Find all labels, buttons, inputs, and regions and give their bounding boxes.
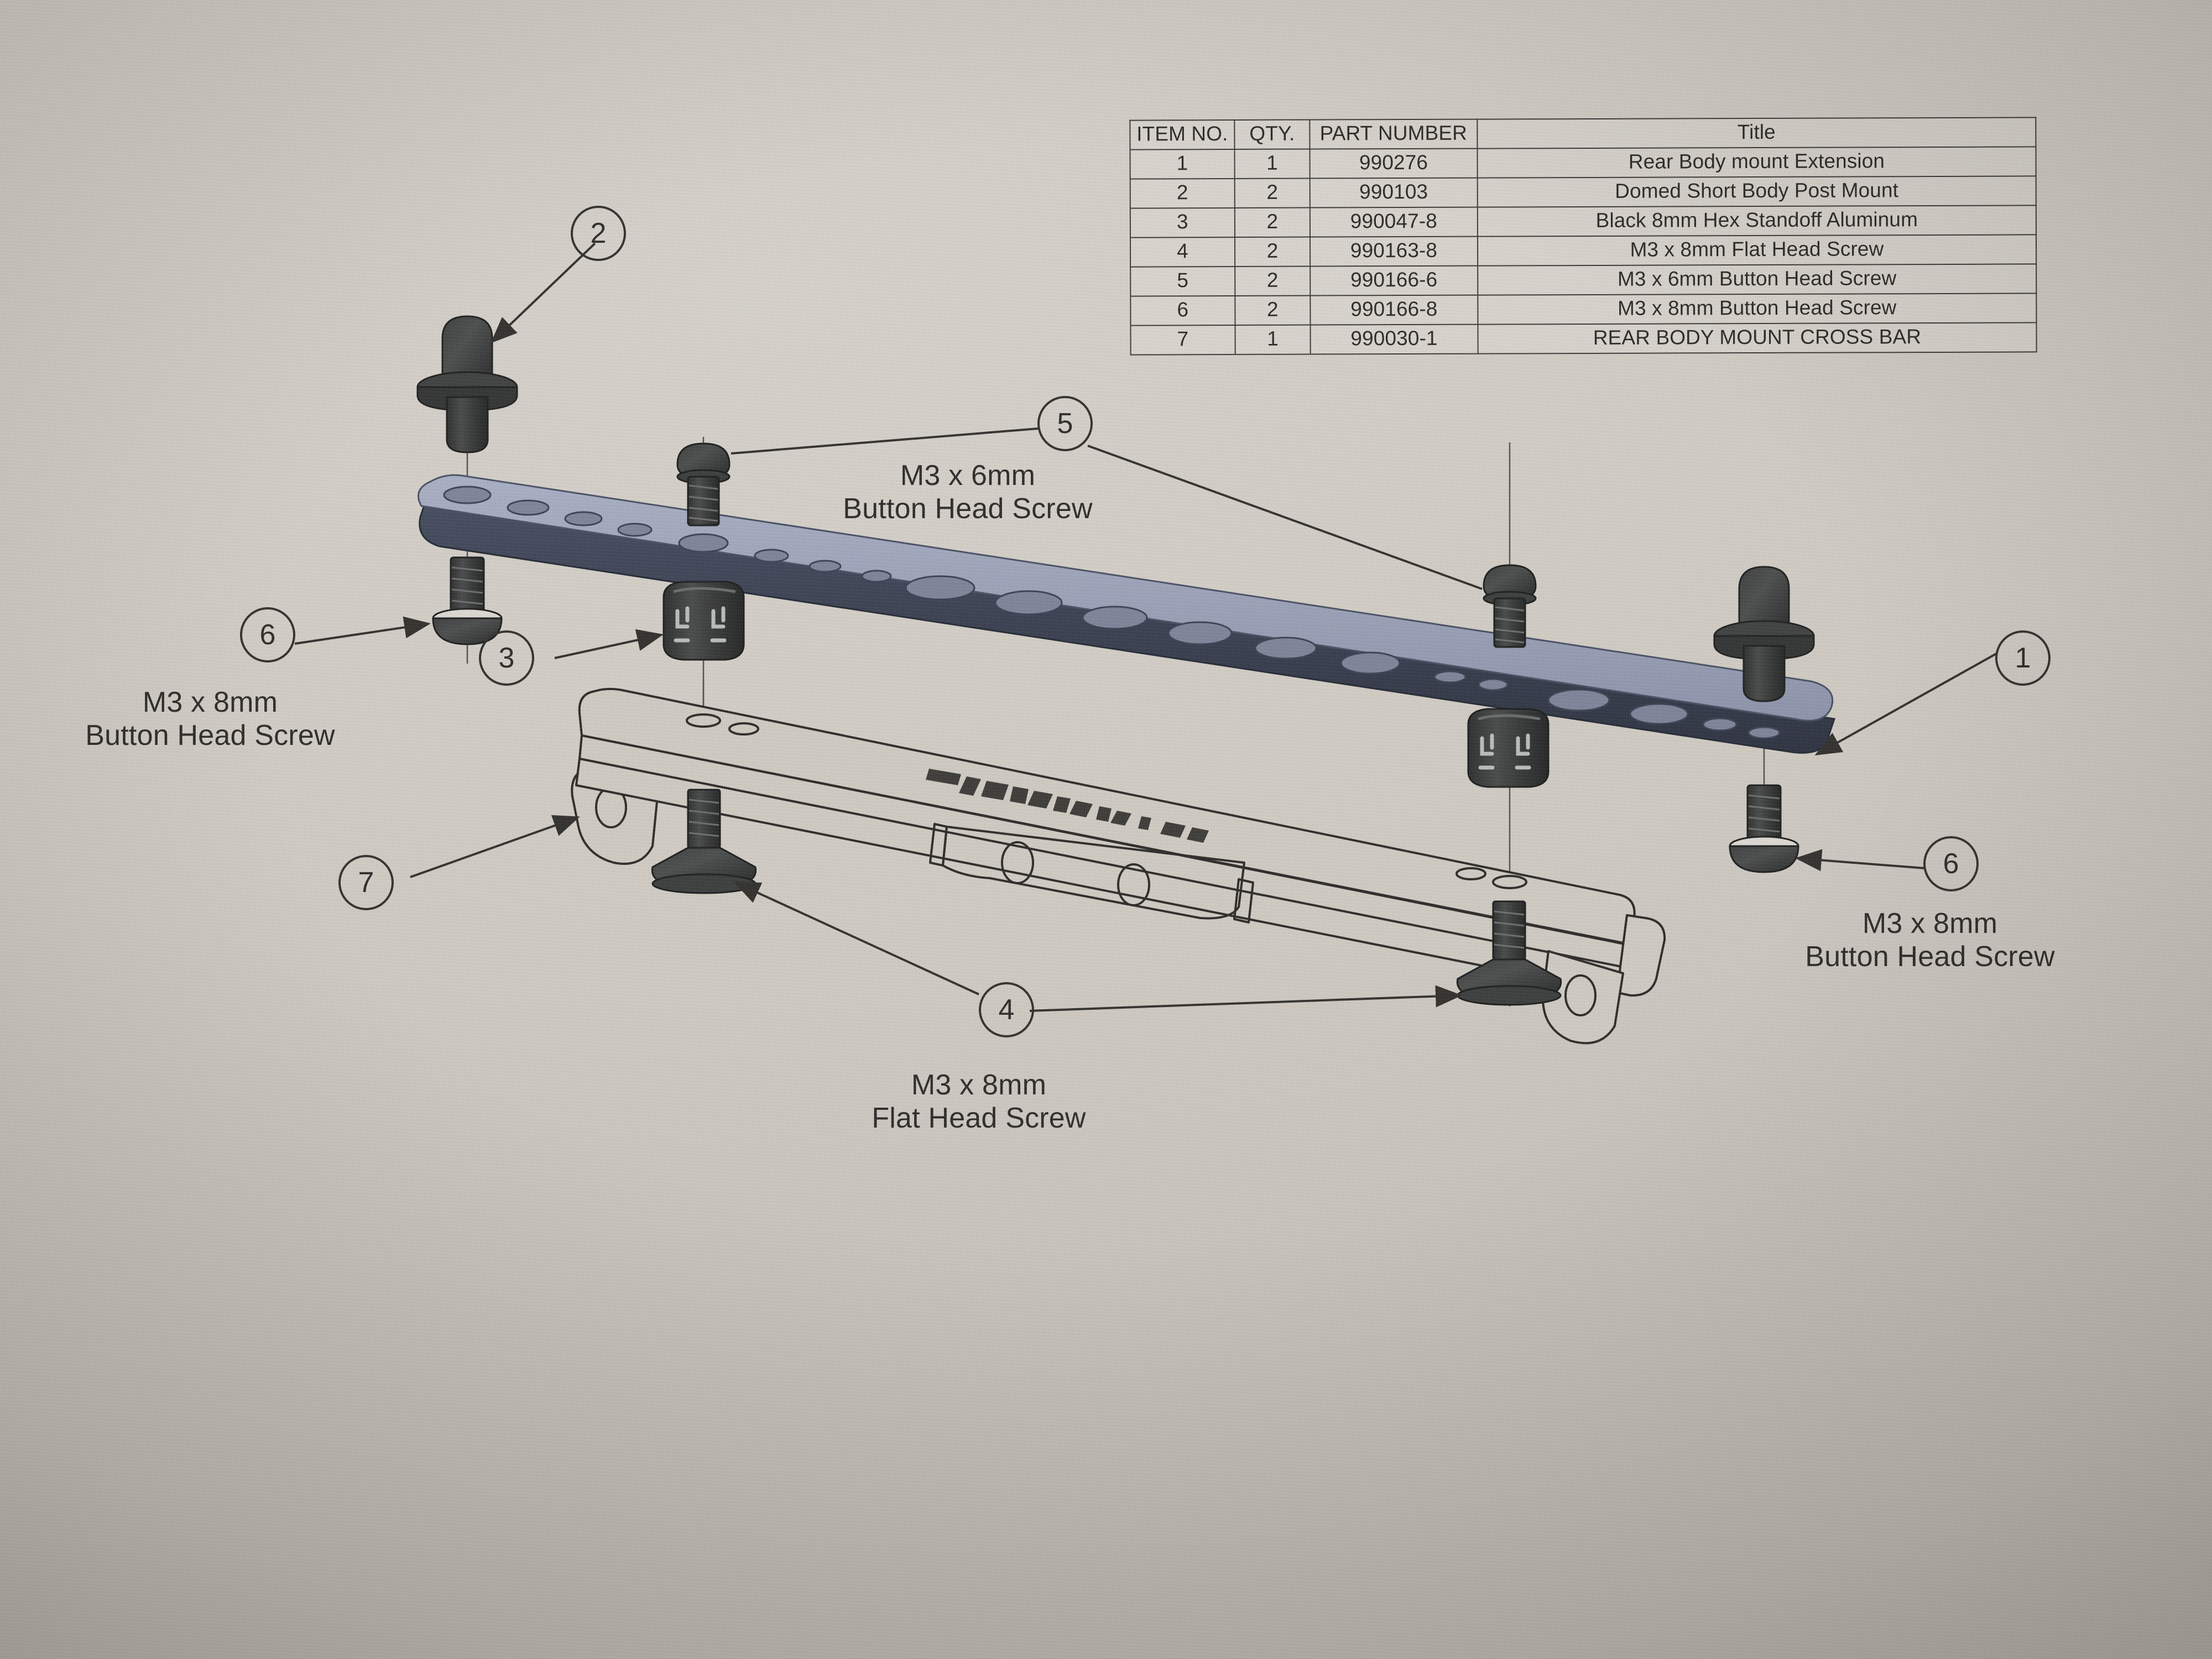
leader-balloon-2 — [491, 242, 596, 343]
part-flat-head-screw-m3x8-left — [651, 789, 757, 894]
bom-cell-title: M3 x 6mm Button Head Screw — [1477, 264, 2037, 295]
balloon-item-2[interactable]: 2 — [571, 206, 626, 261]
bom-cell-pn: 990166-8 — [1310, 295, 1478, 325]
leader-balloon-5-a — [731, 427, 1039, 455]
bom-cell-title: M3 x 8mm Flat Head Screw — [1477, 234, 2037, 266]
balloon-item-5[interactable]: 5 — [1037, 396, 1093, 451]
leader-balloon-4-a — [733, 881, 979, 995]
table-row: 6 2 990166-8 M3 x 8mm Button Head Screw — [1130, 293, 2037, 326]
bom-cell-pn: 990047-8 — [1310, 207, 1478, 237]
leader-balloon-6-left — [294, 616, 431, 645]
callout-label-m3x6-button-head-screw: M3 x 6mm Button Head Screw — [843, 460, 1093, 525]
bom-cell-item: 2 — [1130, 178, 1235, 208]
bom-cell-pn: 990030-1 — [1310, 324, 1478, 354]
table-row: 1 1 990276 Rear Body mount Extension — [1130, 147, 2036, 179]
part-button-head-screw-m3x6-a — [676, 442, 731, 526]
balloon-item-6-right[interactable]: 6 — [1923, 836, 1979, 891]
bom-header-title: Title — [1477, 117, 2036, 149]
bom-cell-qty: 2 — [1235, 295, 1311, 325]
part-button-head-screw-m3x8-right — [1729, 784, 1799, 873]
bom-cell-qty: 2 — [1234, 266, 1311, 296]
balloon-item-4[interactable]: 4 — [979, 982, 1034, 1037]
part-hex-standoff-right — [1467, 708, 1550, 788]
bom-cell-qty: 1 — [1235, 325, 1311, 354]
table-row: 7 1 990030-1 REAR BODY MOUNT CROSS BAR — [1130, 322, 2037, 355]
cross-bar-branding-emboss — [926, 769, 1209, 843]
extension-bar-holes — [443, 486, 1781, 739]
part-flat-head-screw-m3x8-right — [1456, 900, 1562, 1006]
bom-cell-item: 1 — [1130, 149, 1235, 179]
leader-balloon-7 — [410, 815, 580, 878]
callout-label-m3x8-flat-head-screw: M3 x 8mm Flat Head Screw — [872, 1069, 1086, 1135]
bom-cell-qty: 2 — [1234, 237, 1311, 267]
balloon-item-6-left[interactable]: 6 — [240, 607, 295, 662]
table-row: 3 2 990047-8 Black 8mm Hex Standoff Alum… — [1130, 205, 2036, 238]
bom-cell-title: Rear Body mount Extension — [1477, 147, 2036, 178]
bom-cell-qty: 2 — [1234, 207, 1311, 237]
bom-header-part-number: PART NUMBER — [1310, 119, 1478, 149]
callout-label-m3x8-button-head-screw-right: M3 x 8mm Button Head Screw — [1805, 907, 2055, 973]
part-rear-body-mount-cross-bar — [571, 687, 1666, 1045]
table-row: 2 2 990103 Domed Short Body Post Mount — [1130, 176, 2036, 208]
bom-table: ITEM NO. QTY. PART NUMBER Title 1 1 9902… — [1129, 117, 2037, 356]
part-button-head-screw-m3x6-b — [1483, 564, 1537, 648]
bom-cell-title: M3 x 8mm Button Head Screw — [1478, 293, 2037, 325]
leader-balloon-3 — [554, 629, 664, 659]
callout-label-m3x8-button-head-screw-left: M3 x 8mm Button Head Screw — [85, 686, 335, 752]
bom-cell-qty: 2 — [1234, 178, 1310, 208]
bom-cell-pn: 990103 — [1310, 178, 1478, 208]
table-row: 5 2 990166-6 M3 x 6mm Button Head Screw — [1130, 264, 2037, 296]
table-row: 4 2 990163-8 M3 x 8mm Flat Head Screw — [1130, 234, 2037, 267]
balloon-item-1[interactable]: 1 — [1995, 630, 2051, 686]
leader-lines — [294, 242, 1997, 1012]
bom-header-qty: QTY. — [1234, 119, 1310, 149]
bom-cell-pn: 990163-8 — [1310, 236, 1478, 267]
bom-cell-item: 5 — [1130, 266, 1235, 296]
part-button-head-screw-m3x8-left — [432, 556, 503, 645]
bom-cell-item: 3 — [1130, 207, 1235, 238]
balloon-item-7[interactable]: 7 — [338, 855, 394, 910]
leader-balloon-6-right — [1795, 849, 1925, 872]
part-domed-body-post-mount-right — [1713, 566, 1815, 702]
balloon-item-3[interactable]: 3 — [479, 630, 534, 686]
bom-cell-qty: 1 — [1234, 149, 1310, 179]
leader-balloon-5-b — [1087, 445, 1483, 590]
bom-cell-item: 6 — [1130, 295, 1235, 326]
bom-header-item-no: ITEM NO. — [1130, 119, 1235, 150]
part-hex-standoff-left — [662, 581, 745, 661]
bom-cell-item: 4 — [1130, 237, 1235, 267]
bill-of-materials: ITEM NO. QTY. PART NUMBER Title 1 1 9902… — [1129, 117, 2037, 356]
bom-header-row: ITEM NO. QTY. PART NUMBER Title — [1130, 117, 2036, 150]
bom-cell-title: REAR BODY MOUNT CROSS BAR — [1478, 322, 2037, 354]
bom-cell-title: Domed Short Body Post Mount — [1477, 176, 2036, 207]
bom-cell-pn: 990276 — [1310, 148, 1478, 179]
part-rear-body-mount-extension — [417, 474, 1835, 754]
bom-body: 1 1 990276 Rear Body mount Extension 2 2… — [1130, 147, 2037, 355]
bom-cell-pn: 990166-6 — [1310, 265, 1478, 296]
bom-cell-item: 7 — [1130, 325, 1235, 355]
leader-balloon-4-b — [1029, 985, 1462, 1012]
leader-balloon-1 — [1814, 653, 1997, 755]
bom-cell-title: Black 8mm Hex Standoff Aluminum — [1477, 205, 2036, 237]
part-domed-body-post-mount-left — [416, 315, 518, 453]
